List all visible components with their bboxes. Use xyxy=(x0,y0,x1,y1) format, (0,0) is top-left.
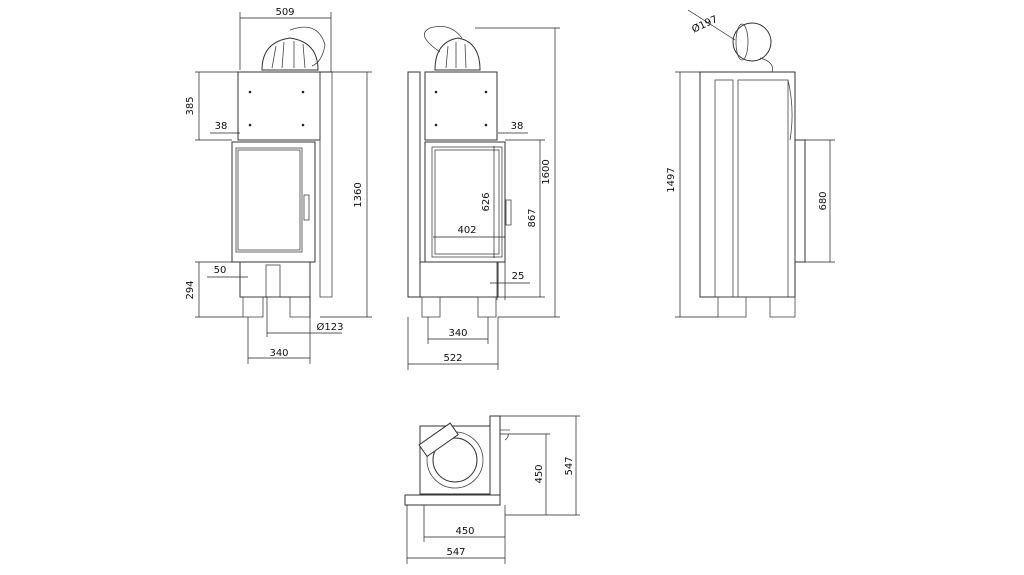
dim-inner-depth: 450 xyxy=(534,464,545,483)
door xyxy=(231,141,316,263)
dim-total-height: 1600 xyxy=(541,159,552,184)
front-view: 509 385 38 1360 50 294 Ø123 340 xyxy=(185,7,372,364)
dim-width: 509 xyxy=(275,7,294,18)
side-view: 38 1600 626 402 867 25 340 522 xyxy=(407,25,560,370)
dim-top-height: 385 xyxy=(185,96,196,115)
dim-feet-spacing: 340 xyxy=(448,328,467,339)
dim-door-top-height: 867 xyxy=(527,208,538,227)
dim-base-height: 294 xyxy=(185,280,196,299)
dim-outer-depth: 547 xyxy=(564,456,575,475)
dim-flue-diameter: Ø197 xyxy=(690,13,720,35)
dim-total-height: 1360 xyxy=(353,182,364,207)
dim-door-offset: 38 xyxy=(511,121,524,132)
dim-width: 522 xyxy=(443,353,462,364)
dim-inner-width: 450 xyxy=(455,526,474,537)
dim-total-height: 1497 xyxy=(666,167,677,192)
dim-feet-spacing: 340 xyxy=(269,348,288,359)
dim-flue-diameter: Ø123 xyxy=(317,321,344,333)
dim-glass-height: 626 xyxy=(481,192,492,211)
top-casing xyxy=(237,71,321,141)
flue-outlet xyxy=(261,37,319,71)
dim-outer-width: 547 xyxy=(446,547,465,558)
profile-view: Ø197 1497 680 xyxy=(666,9,835,318)
dim-glass-width: 402 xyxy=(457,225,476,236)
door-handle xyxy=(303,194,310,221)
dim-bottom-offset: 25 xyxy=(512,271,525,282)
dim-bottom-offset: 50 xyxy=(214,265,227,276)
base xyxy=(239,261,311,298)
dim-door-offset: 38 xyxy=(215,121,228,132)
top-view: 450 547 450 547 xyxy=(404,415,580,564)
dim-panel-height: 680 xyxy=(818,191,829,210)
